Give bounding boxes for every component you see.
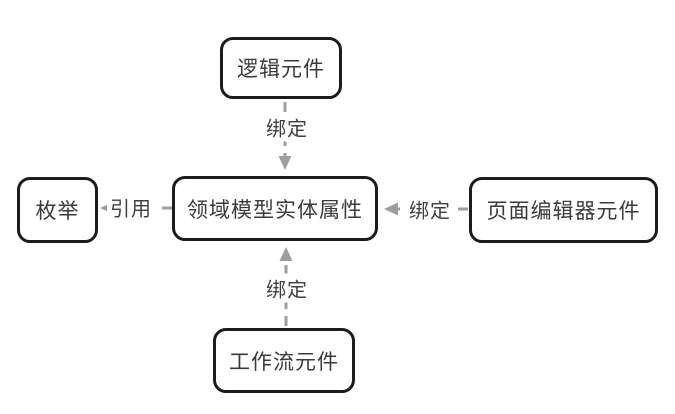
edge-label-bind-bottom: 绑定 [263,273,311,303]
node-logic-component-label: 逻辑元件 [237,58,325,81]
node-logic-component: 逻辑元件 [220,37,342,99]
node-workflow-component: 工作流元件 [213,328,355,393]
node-domain-model-entity-attribute-label: 领域模型实体属性 [187,198,363,222]
node-workflow-component-label: 工作流元件 [229,350,339,374]
node-enumeration-label: 枚举 [35,200,80,223]
node-domain-model-entity-attribute: 领域模型实体属性 [172,176,378,241]
edge-label-reference-left: 引用 [107,192,155,222]
edge-label-bind-right: 绑定 [406,194,454,224]
node-enumeration: 枚举 [17,177,98,243]
node-page-editor-component-label: 页面编辑器元件 [486,200,641,223]
edge-label-bind-top: 绑定 [263,112,311,142]
edge-workflow-to-center-arrow [279,247,293,326]
node-page-editor-component: 页面编辑器元件 [469,177,658,243]
